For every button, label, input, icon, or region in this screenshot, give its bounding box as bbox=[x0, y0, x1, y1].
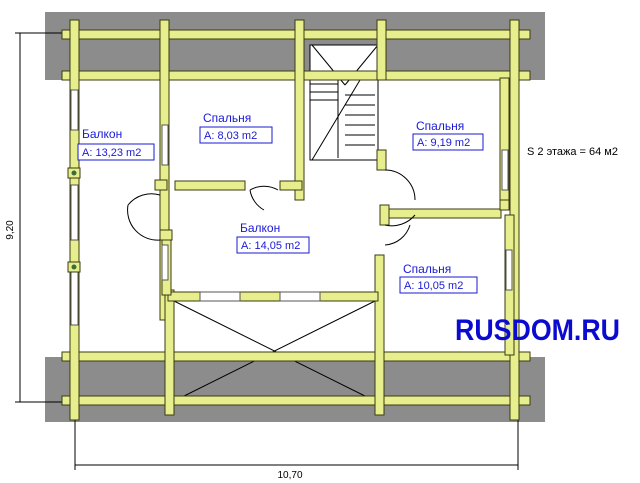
room-area: A: 10,05 m2 bbox=[404, 280, 463, 292]
total-area: S 2 этажа = 64 м2 bbox=[527, 146, 618, 158]
dimension-width: 10,70 bbox=[277, 470, 302, 481]
room-name: Балкон bbox=[82, 127, 122, 141]
windows bbox=[70, 89, 513, 326]
roof-overhang-bottom bbox=[45, 357, 545, 422]
room-area: A: 13,23 m2 bbox=[82, 147, 141, 159]
dimension-height-line bbox=[15, 32, 70, 403]
room-bedroom-1: Спальня A: 8,03 m2 bbox=[199, 111, 273, 144]
post-markers bbox=[67, 167, 173, 273]
room-bedroom-2: Спальня A: 9,19 m2 bbox=[412, 119, 484, 151]
room-name: Спальня bbox=[403, 262, 451, 276]
room-name: Спальня bbox=[416, 119, 464, 133]
room-area: A: 9,19 m2 bbox=[417, 137, 470, 149]
room-area: A: 8,03 m2 bbox=[204, 130, 257, 142]
opening-cross bbox=[171, 299, 378, 403]
room-bedroom-3: Спальня A: 10,05 m2 bbox=[399, 262, 478, 294]
brand-watermark: RUSDOM.RU bbox=[455, 314, 620, 347]
room-balcony-left: Балкон A: 13,23 m2 bbox=[77, 127, 155, 161]
room-balcony-center: Балкон A: 14,05 m2 bbox=[236, 221, 310, 254]
walls bbox=[61, 19, 531, 421]
room-name: Спальня bbox=[203, 111, 251, 125]
room-area: A: 14,05 m2 bbox=[241, 240, 300, 252]
dimension-height: 9,20 bbox=[5, 220, 16, 240]
doors bbox=[127, 169, 416, 246]
room-name: Балкон bbox=[240, 221, 280, 235]
staircase bbox=[309, 44, 379, 161]
